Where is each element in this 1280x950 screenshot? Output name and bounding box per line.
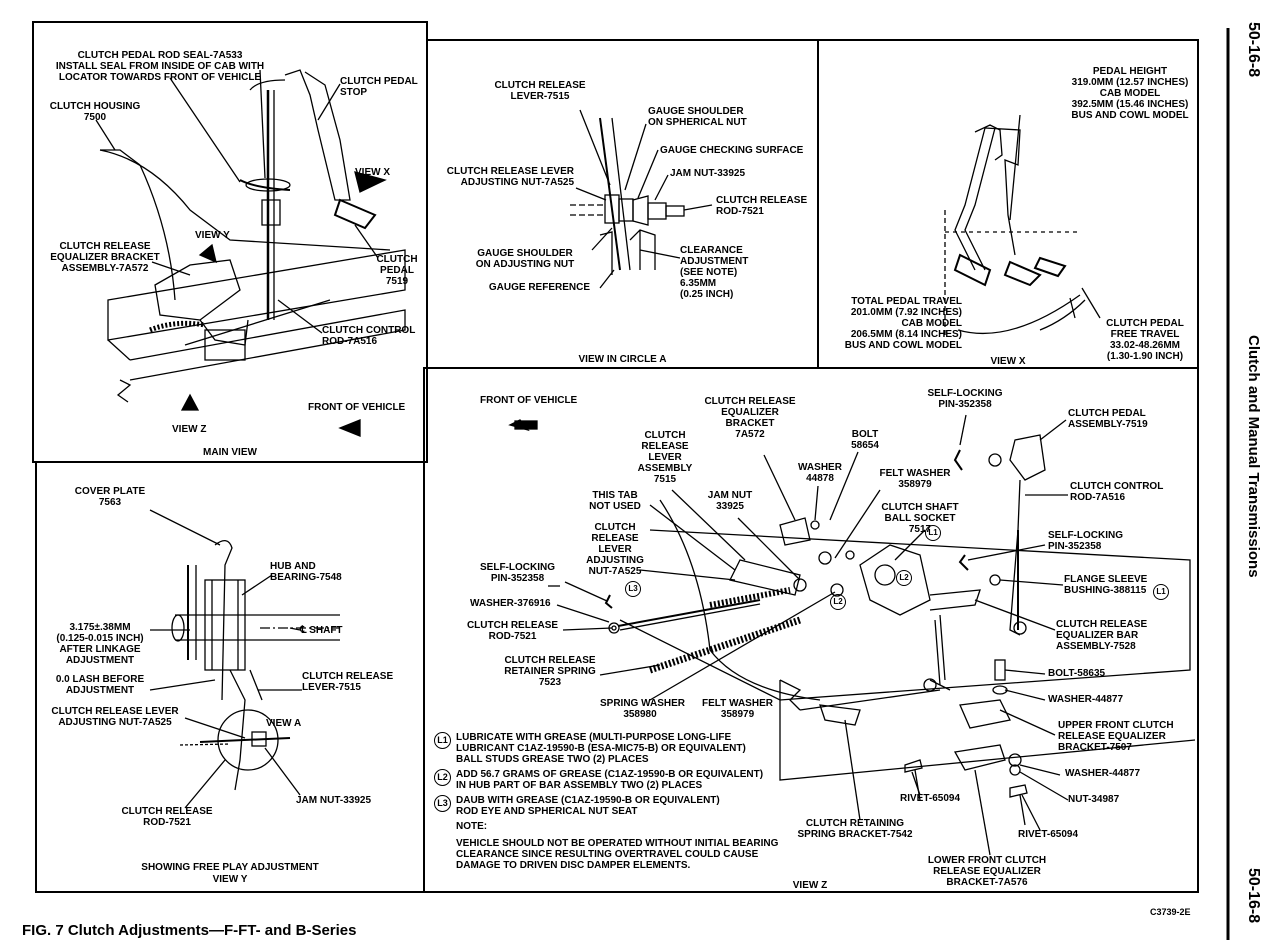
label-pedal-height: PEDAL HEIGHT 319.0mm (12.57 INCHES) CAB …	[1071, 66, 1189, 121]
label-z-washer-left: WASHER-376916	[470, 598, 551, 609]
view-x-caption: VIEW X	[990, 356, 1026, 367]
callout-l1-right: L1	[1153, 584, 1169, 600]
note-row-l1: L1 LUBRICATE WITH GREASE (MULTI-PURPOSE …	[434, 732, 778, 765]
note-text-l3: DAUB WITH GREASE (C1AZ-19590-B OR EQUIVA…	[456, 795, 720, 817]
callout-l1-top: L1	[925, 525, 941, 541]
note-badge-l1: L1	[434, 732, 451, 749]
label-cover-plate: COVER PLATE 7563	[74, 486, 146, 508]
label-y-release-lever: CLUTCH RELEASE LEVER-7515	[302, 671, 394, 693]
note-badge-l3: L3	[434, 795, 451, 812]
label-release-rod: CLUTCH RELEASE ROD-7521	[716, 195, 808, 217]
note-text-l1: LUBRICATE WITH GREASE (MULTI-PURPOSE LON…	[456, 732, 746, 765]
lubrication-notes: L1 LUBRICATE WITH GREASE (MULTI-PURPOSE …	[434, 732, 778, 871]
label-z-bolt: BOLT 58654	[851, 429, 879, 451]
label-equalizer-bracket: CLUTCH RELEASE EQUALIZER BRACKET ASSEMBL…	[50, 241, 160, 274]
label-clutch-pedal: CLUTCH PEDAL 7519	[376, 254, 418, 287]
label-gauge-reference: GAUGE REFERENCE	[488, 282, 590, 293]
main-view-art	[95, 69, 406, 437]
callout-l2-left: L2	[830, 594, 846, 610]
label-y-adjusting-nut: CLUTCH RELEASE LEVER ADJUSTING NUT-7A525	[51, 706, 179, 728]
label-release-lever: CLUTCH RELEASE LEVER-7515	[494, 80, 586, 102]
label-z-adjusting-nut: CLUTCH RELEASE LEVER ADJUSTING NUT-7A525	[586, 522, 644, 577]
note-title: NOTE:	[456, 821, 488, 832]
label-z-bolt2: BOLT-58635	[1048, 668, 1106, 679]
label-z-release-rod: CLUTCH RELEASE ROD-7521	[466, 620, 559, 642]
label-free-travel: CLUTCH PEDAL FREE TRAVEL 33.02-48.26mm (…	[1106, 318, 1184, 362]
label-zero-lash: 0.0 LASH BEFORE ADJUSTMENT	[55, 674, 145, 696]
label-z-bar-assembly: CLUTCH RELEASE EQUALIZER BAR ASSEMBLY-75…	[1056, 619, 1148, 652]
label-gauge-adjusting: GAUGE SHOULDER ON ADJUSTING NUT	[475, 248, 575, 270]
circle-a-art	[570, 109, 713, 289]
note-text-l2: ADD 56.7 GRAMS OF GREASE (C1AZ-19590-B O…	[456, 769, 764, 791]
label-front-of-vehicle: FRONT OF VEHICLE	[308, 402, 406, 413]
page-number-bottom: 50-16-8	[1245, 868, 1262, 924]
label-z-retainer-spring: CLUTCH RELEASE RETAINER SPRING 7523	[504, 655, 596, 688]
label-shaft: ℄ SHAFT	[300, 625, 343, 636]
label-z-equalizer-bracket: CLUTCH RELEASE EQUALIZER BRACKET 7A572	[704, 396, 796, 440]
label-jam-nut: JAM NUT-33925	[670, 168, 746, 179]
view-z-caption: VIEW Z	[792, 880, 828, 891]
view-x-art	[944, 114, 1101, 335]
label-lash: 3.175±.38mm (0.125-0.015 INCH) AFTER LIN…	[56, 622, 144, 666]
label-gauge-spherical: GAUGE SHOULDER ON SPHERICAL NUT	[648, 106, 747, 128]
page-number-top: 50-16-8	[1245, 22, 1262, 78]
label-view-y: VIEW Y	[195, 230, 230, 241]
section-title: Clutch and Manual Transmissions	[1245, 335, 1262, 578]
view-y-art	[149, 509, 340, 809]
view-y-caption: SHOWING FREE PLAY ADJUSTMENT VIEW Y	[141, 862, 319, 885]
label-adjusting-nut: CLUTCH RELEASE LEVER ADJUSTING NUT-7A525	[446, 166, 574, 188]
label-seal: CLUTCH PEDAL ROD SEAL-7A533 INSTALL SEAL…	[55, 50, 265, 83]
label-view-z: VIEW Z	[172, 424, 207, 435]
label-clutch-housing: CLUTCH HOUSING 7500	[49, 101, 141, 123]
label-z-pedal-assembly: CLUTCH PEDAL ASSEMBLY-7519	[1068, 408, 1148, 430]
callout-l3: L3	[625, 581, 641, 597]
label-z-felt-top: FELT WASHER 358979	[879, 468, 951, 490]
callout-l2-top: L2	[896, 570, 912, 586]
label-control-rod: CLUTCH CONTROL ROD-7A516	[322, 325, 416, 347]
label-z-nut: NUT-34987	[1068, 794, 1120, 805]
label-hub-bearing: HUB AND BEARING-7548	[270, 561, 342, 583]
label-z-self-pin-right: SELF-LOCKING PIN-352358	[1048, 530, 1123, 552]
label-y-release-rod: CLUTCH RELEASE ROD-7521	[121, 806, 213, 828]
view-z-art	[508, 414, 1196, 856]
view-z-frame	[423, 367, 1199, 893]
label-z-rivet-right: RIVET-65094	[1018, 829, 1079, 840]
label-z-lever-assembly: CLUTCH RELEASE LEVER ASSEMBLY 7515	[637, 430, 693, 485]
note-text: VEHICLE SHOULD NOT BE OPERATED WITHOUT I…	[456, 838, 779, 871]
label-z-jam-nut: JAM NUT 33925	[707, 490, 753, 512]
label-z-spring-bracket: CLUTCH RETAINING SPRING BRACKET-7542	[797, 818, 913, 840]
label-pedal-stop: CLUTCH PEDAL STOP	[340, 76, 418, 98]
label-z-tab: THIS TAB NOT USED	[589, 490, 641, 512]
circle-a-caption: VIEW IN CIRCLE A	[578, 354, 667, 365]
label-z-ball-socket: CLUTCH SHAFT BALL SOCKET 7517	[881, 502, 959, 535]
label-z-felt-bottom: FELT WASHER 358979	[702, 698, 773, 720]
label-z-rivet-left: RIVET-65094	[900, 793, 961, 804]
label-z-washer-right: WASHER-44877	[1048, 694, 1124, 705]
label-z-flange: FLANGE SLEEVE BUSHING-388115	[1064, 574, 1148, 596]
main-view-caption: MAIN VIEW	[203, 447, 257, 458]
label-z-washer-right2: WASHER-44877	[1065, 768, 1141, 779]
label-total-travel: TOTAL PEDAL TRAVEL 201.0mm (7.92 INCHES)…	[844, 296, 962, 351]
label-z-upper-bracket: UPPER FRONT CLUTCH RELEASE EQUALIZER BRA…	[1058, 720, 1174, 753]
note-badge-l2: L2	[434, 769, 451, 786]
label-gauge-checking: GAUGE CHECKING SURFACE	[660, 145, 804, 156]
figure-code: C3739-2E	[1150, 907, 1191, 917]
label-z-self-pin-left: SELF-LOCKING PIN-352358	[480, 562, 555, 584]
label-view-a: VIEW A	[266, 718, 302, 729]
label-z-spring-washer: SPRING WASHER 358980	[600, 698, 686, 720]
label-z-lower-bracket: LOWER FRONT CLUTCH RELEASE EQUALIZER BRA…	[927, 855, 1047, 888]
label-z-control-rod: CLUTCH CONTROL ROD-7A516	[1070, 481, 1164, 503]
label-z-washer: WASHER 44878	[798, 462, 842, 484]
label-z-front: FRONT OF VEHICLE	[480, 395, 578, 406]
note-row-l2: L2 ADD 56.7 GRAMS OF GREASE (C1AZ-19590-…	[434, 769, 778, 791]
label-view-x: VIEW X	[355, 167, 391, 178]
label-y-jam-nut: JAM NUT-33925	[296, 795, 372, 806]
figure-caption: FIG. 7 Clutch Adjustments—F-FT- and B-Se…	[22, 922, 357, 939]
note-row-l3: L3 DAUB WITH GREASE (C1AZ-19590-B OR EQU…	[434, 795, 778, 817]
label-clearance: CLEARANCE ADJUSTMENT (SEE NOTE) 6.35mm (…	[680, 245, 749, 300]
label-z-self-pin-top: SELF-LOCKING PIN-352358	[927, 388, 1003, 410]
